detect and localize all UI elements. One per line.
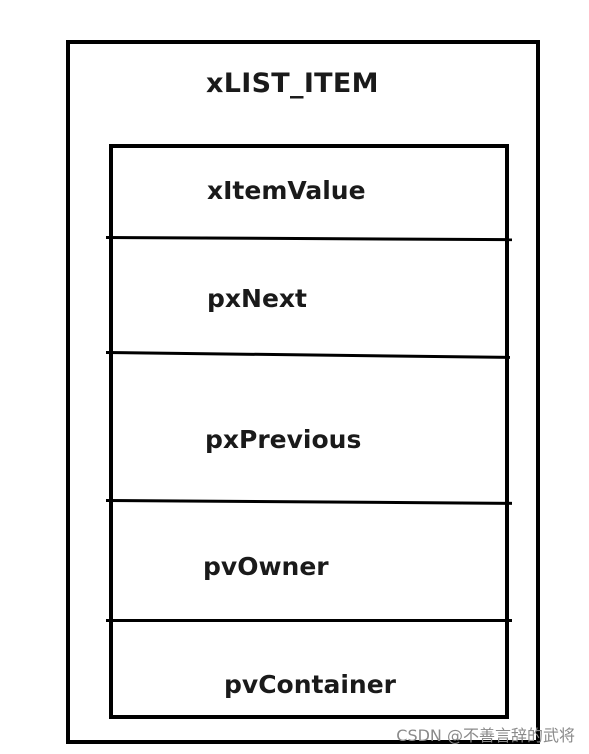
struct-outer-box [66, 40, 540, 744]
field-label-pxnext: pxNext [207, 284, 307, 313]
field-divider [106, 619, 512, 622]
watermark: CSDN @不善言辞的武将 [396, 726, 575, 745]
field-label-pvowner: pvOwner [203, 552, 329, 581]
field-label-pxprevious: pxPrevious [205, 425, 362, 454]
struct-title: xLIST_ITEM [206, 68, 379, 99]
field-label-pvcontainer: pvContainer [224, 670, 396, 699]
field-label-xitemvalue: xItemValue [207, 176, 366, 205]
struct-fields-box [109, 144, 509, 719]
